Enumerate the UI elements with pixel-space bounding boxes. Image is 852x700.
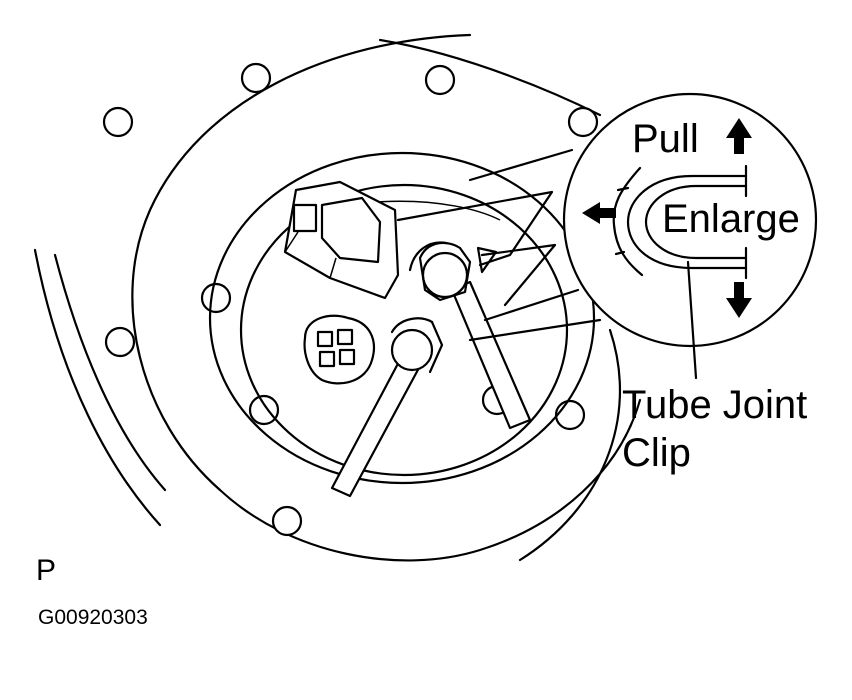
enlarge-label: Enlarge bbox=[662, 197, 800, 241]
callout-lines bbox=[396, 148, 602, 342]
mounting-flange bbox=[131, 33, 642, 562]
sender-connector bbox=[303, 314, 375, 385]
electrical-connector bbox=[283, 180, 400, 300]
tube-joint-clip-label-line1: Tube Joint bbox=[622, 383, 807, 427]
pump-cover bbox=[208, 151, 596, 485]
pull-label: Pull bbox=[632, 117, 699, 161]
magnified-detail: Pull Enlarge bbox=[562, 92, 818, 380]
arrow-left-icon bbox=[582, 202, 616, 224]
figure-code: G00920303 bbox=[38, 606, 148, 629]
tank-contour bbox=[33, 38, 622, 562]
arrow-down-icon bbox=[726, 282, 752, 318]
arrow-up-icon bbox=[726, 118, 752, 154]
view-letter: P bbox=[36, 554, 56, 587]
fuel-tubes bbox=[330, 241, 532, 498]
tube-joint-clip-label-line2: Clip bbox=[622, 431, 691, 475]
